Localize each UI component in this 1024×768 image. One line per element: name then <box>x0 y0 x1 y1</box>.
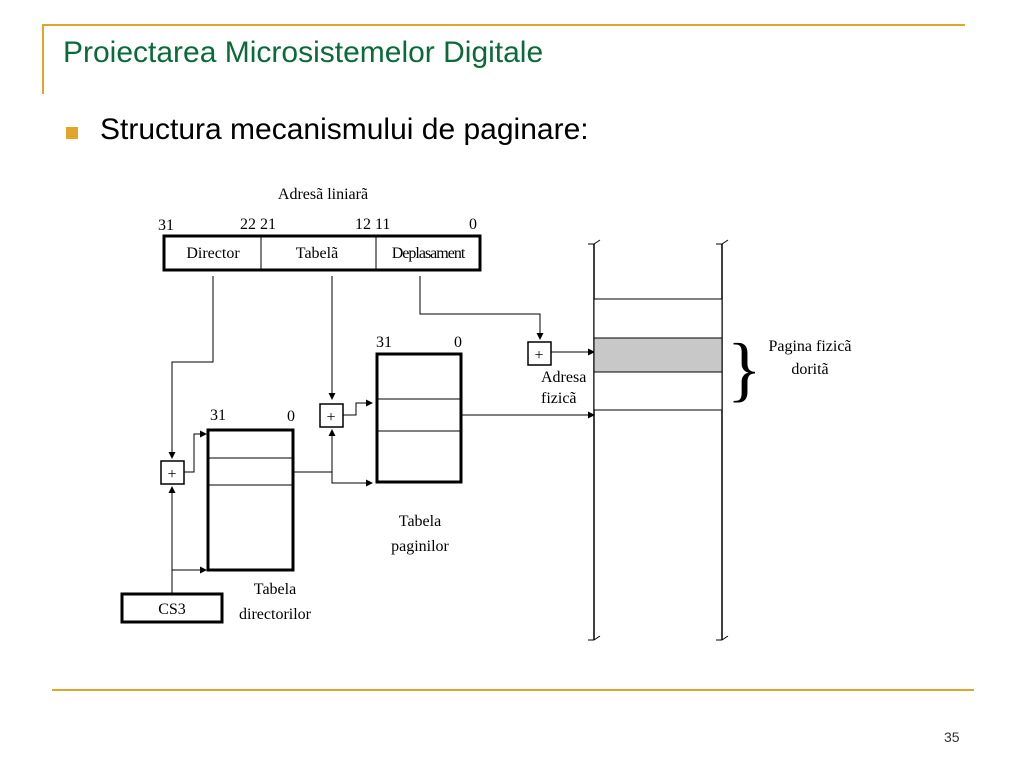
cs3-label: CS3 <box>158 601 186 618</box>
linear-address-box <box>162 234 482 272</box>
bullet-text: Structura mecanismului de paginare: <box>100 113 589 146</box>
bit-label-22-21: 22 21 <box>240 216 276 233</box>
top-rule <box>43 24 965 26</box>
bit-label-12-11: 12 11 <box>355 216 390 233</box>
adder-to-dir-table <box>184 430 207 473</box>
left-rule <box>42 24 44 94</box>
desired-page-label-1: Pagina fizicã <box>768 338 851 355</box>
director-arrow <box>168 276 214 459</box>
bullet-marker <box>66 127 78 139</box>
adder-directory-sign: + <box>167 466 176 483</box>
physical-address-label-1: Adresa <box>541 369 586 386</box>
field-tabela: Tabelã <box>296 245 338 262</box>
directory-table <box>206 428 295 572</box>
dir-table-bit-0: 0 <box>287 408 295 425</box>
slide-title: Proiectarea Microsistemelor Digitale <box>63 36 544 69</box>
field-director: Director <box>186 245 240 262</box>
physical-address-label-2: fizicã <box>541 390 577 407</box>
linear-address-title: Adresã liniarã <box>278 186 368 203</box>
dir-table-label-2: directorilor <box>239 606 312 623</box>
adder-physical-sign: + <box>534 347 543 364</box>
field-deplasament: Deplasament <box>392 245 466 262</box>
adder-physical <box>527 341 552 366</box>
bit-label-0: 0 <box>469 216 477 233</box>
memory-left-top-cap <box>588 239 601 245</box>
desired-location <box>593 337 723 373</box>
memory-right-bottom-cap <box>716 635 729 641</box>
page-table-label-2: paginilor <box>391 538 449 555</box>
page-table-label-1: Tabela <box>399 513 441 530</box>
deplasament-arrow <box>419 276 544 340</box>
adder-to-page-table <box>343 399 373 416</box>
bottom-rule <box>52 689 974 691</box>
desired-page-brace: } <box>727 329 762 409</box>
dir-entry-to-page-table <box>331 472 373 487</box>
desired-page-label-2: doritã <box>791 361 828 378</box>
memory-left-bottom-cap <box>588 635 601 641</box>
page-number: 35 <box>944 729 960 745</box>
dir-entry-to-adder <box>293 429 336 473</box>
memory-right-top-cap <box>716 239 729 245</box>
page-table-bit-0: 0 <box>454 334 462 351</box>
dir-table-bit-31: 31 <box>210 407 226 424</box>
adder-page-sign: + <box>326 409 335 426</box>
bit-label-31: 31 <box>158 217 174 234</box>
page-table <box>375 352 463 484</box>
page-table-bit-31: 31 <box>376 334 392 351</box>
dir-table-label-1: Tabela <box>254 581 296 598</box>
